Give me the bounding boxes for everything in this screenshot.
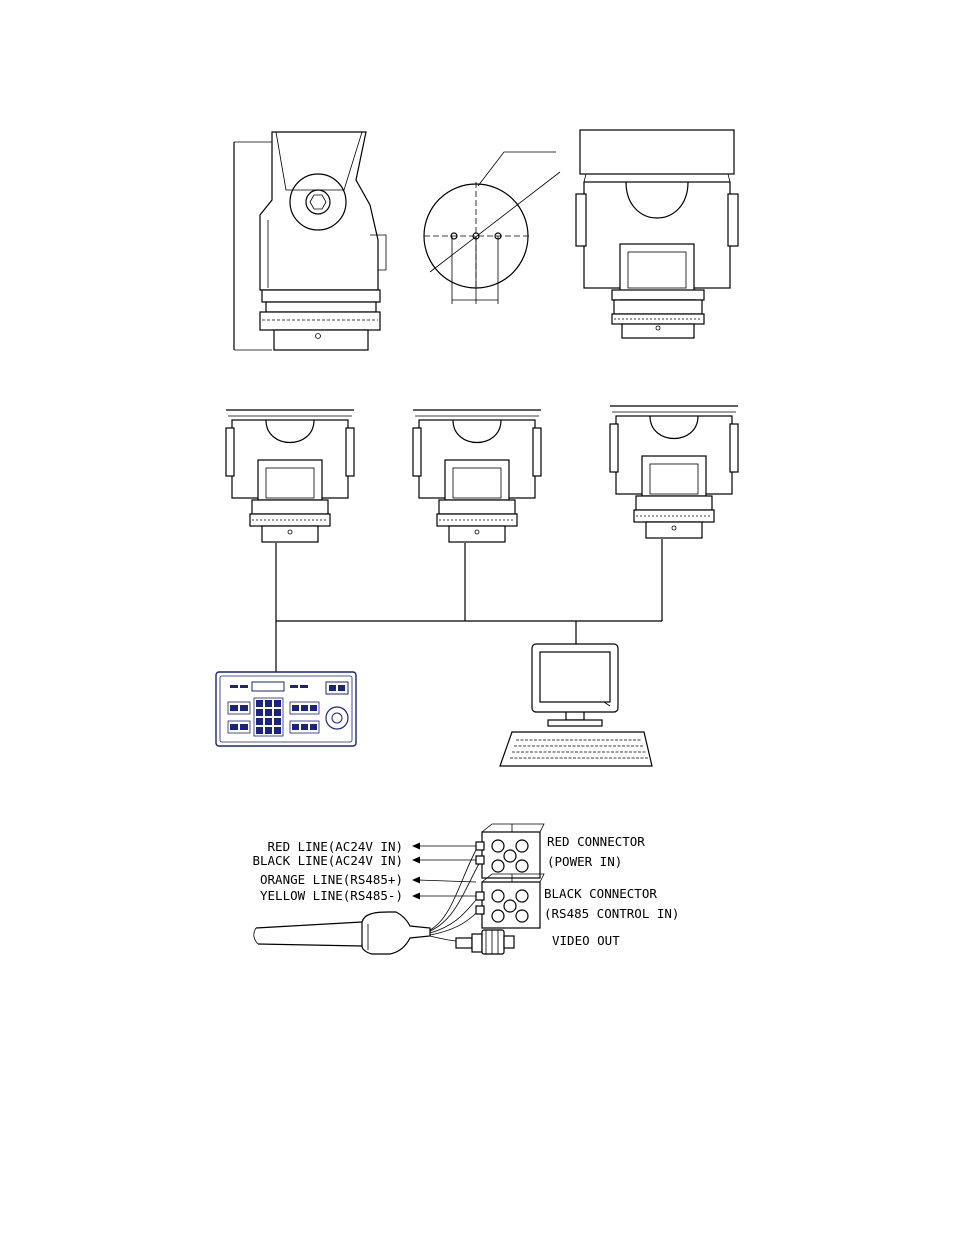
black-line-label: BLACK LINE(AC24V IN) (252, 853, 403, 868)
ptz-camera-3 (610, 406, 738, 538)
red-connector-label: RED CONNECTOR (547, 834, 645, 849)
front-view-drawing (576, 130, 738, 338)
video-out-label: VIDEO OUT (552, 933, 620, 948)
orange-line-label: ORANGE LINE(RS485+) (260, 872, 403, 887)
red-connector-desc: (POWER IN) (547, 854, 622, 869)
black-connector-label: BLACK CONNECTOR (544, 886, 657, 901)
control-keyboard (216, 672, 356, 746)
black-connector-desc: (RS485 CONTROL IN) (544, 906, 679, 921)
side-view-drawing (234, 132, 386, 350)
yellow-line-label: YELLOW LINE(RS485-) (260, 888, 403, 903)
ptz-camera-2 (413, 410, 541, 542)
pc-workstation (500, 644, 652, 766)
ptz-camera-1 (226, 410, 354, 542)
red-line-label: RED LINE(AC24V IN) (268, 839, 403, 854)
mounting-plate-drawing (424, 152, 560, 304)
